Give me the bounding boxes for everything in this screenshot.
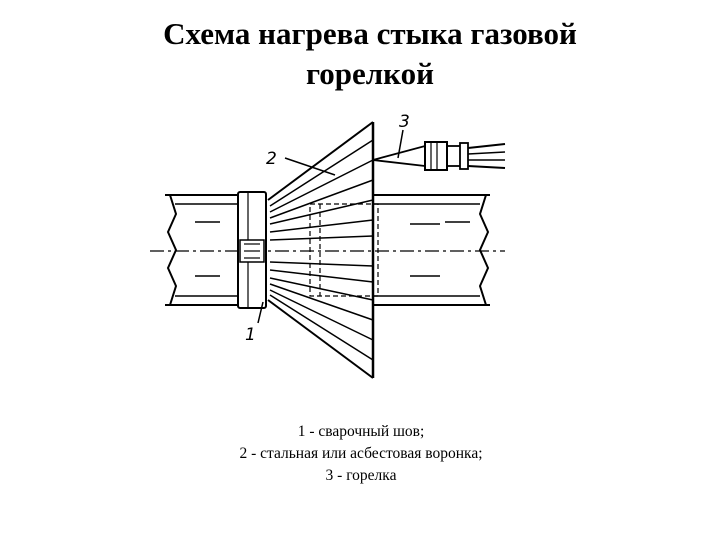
hidden-pipe-section	[309, 203, 379, 297]
funnel	[267, 121, 375, 379]
leader-lines	[257, 129, 404, 324]
heating-scheme-diagram: 2 3 1	[150, 112, 506, 379]
weld-seam	[237, 191, 267, 309]
pipe	[165, 194, 490, 306]
title-line-1: Схема нагрева стыка газовой	[163, 16, 577, 51]
callout-weld: 1	[245, 325, 256, 345]
burner	[372, 141, 506, 171]
title-line-2: горелкой	[305, 56, 434, 91]
legend-item-funnel: 2 - стальная или асбестовая воронка;	[239, 445, 483, 462]
callout-burner: 3	[399, 112, 410, 132]
slide-title: Схема нагрева стыка газовой горелкой	[0, 14, 720, 94]
legend-item-burner: 3 - горелка	[325, 467, 397, 484]
callout-funnel: 2	[266, 149, 277, 169]
legend-item-weld: 1 - сварочный шов;	[297, 423, 425, 440]
legend: 1 - сварочный шов; 2 - стальная или асбе…	[0, 421, 720, 487]
